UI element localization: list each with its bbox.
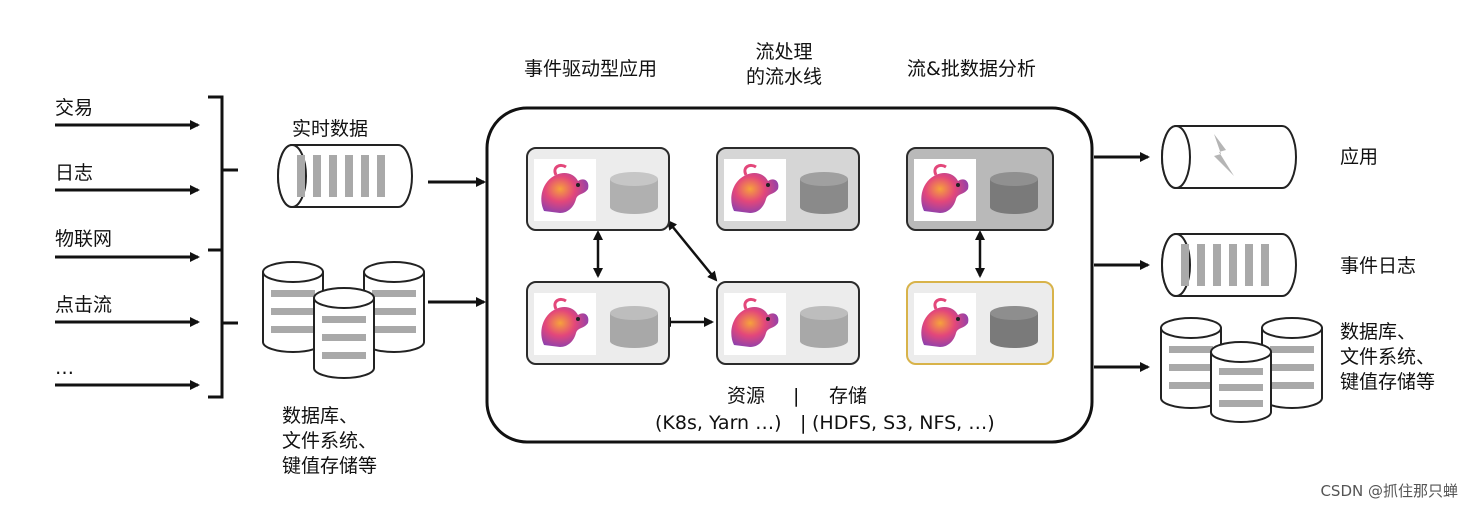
- input-storage-label: 数据库、 文件系统、 键值存储等: [282, 405, 378, 477]
- stream-batch-analytics-label: 流&批数据分析: [907, 58, 1036, 80]
- card-db-icon: [610, 306, 658, 348]
- flink-card-event-driven-bottom: [526, 281, 670, 365]
- flink-card-analytics-top: [906, 147, 1054, 231]
- lightning-icon: [1214, 134, 1234, 176]
- arrow-card1-card5: [666, 219, 718, 282]
- card-db-icon: [610, 172, 658, 214]
- resources-storage-separator: |: [793, 385, 800, 407]
- sources-brace: [208, 95, 238, 399]
- flink-card-pipeline-bottom: [716, 281, 860, 365]
- card-db-icon: [990, 306, 1038, 348]
- card-db-icon: [990, 172, 1038, 214]
- resources-label: 资源: [727, 385, 766, 407]
- realtime-stream-icon: [277, 144, 413, 208]
- source-label-more: …: [55, 357, 74, 379]
- flink-squirrel-icon: [914, 159, 976, 221]
- storage-db-icon: [262, 261, 425, 379]
- card-db-icon: [800, 306, 848, 348]
- flink-card-pipeline-top: [716, 147, 860, 231]
- flink-card-analytics-bottom: [906, 281, 1054, 365]
- flink-squirrel-icon: [724, 159, 786, 221]
- flink-squirrel-icon: [724, 293, 786, 355]
- output-app-label: 应用: [1340, 146, 1379, 168]
- source-label-iot: 物联网: [55, 228, 113, 250]
- flink-squirrel-icon: [534, 159, 596, 221]
- source-label-logs: 日志: [55, 162, 94, 184]
- storage-detail: (HDFS, S3, NFS, …): [812, 412, 995, 434]
- app-output-icon: [1161, 125, 1297, 189]
- card-db-icon: [800, 172, 848, 214]
- event-driven-app-label: 事件驱动型应用: [524, 58, 658, 80]
- output-storage-db-icon: [1160, 317, 1323, 423]
- event-log-icon: [1161, 233, 1297, 297]
- flink-card-event-driven-top: [526, 147, 670, 231]
- source-arrows: [55, 120, 200, 390]
- output-event-log-label: 事件日志: [1340, 255, 1417, 277]
- watermark: CSDN @抓住那只蝉: [1320, 482, 1458, 500]
- realtime-data-label: 实时数据: [292, 118, 369, 140]
- output-storage-label: 数据库、 文件系统、 键值存储等: [1340, 321, 1436, 393]
- source-label-clickstream: 点击流: [55, 294, 113, 316]
- stream-pipeline-label: 流处理 的流水线: [745, 41, 822, 88]
- flink-squirrel-icon: [914, 293, 976, 355]
- resources-detail: (K8s, Yarn …): [655, 412, 782, 434]
- storage-label: 存储: [829, 385, 868, 407]
- resources-storage-separator-detail: |: [800, 412, 807, 434]
- flink-squirrel-icon: [534, 293, 596, 355]
- source-label-transactions: 交易: [55, 97, 94, 119]
